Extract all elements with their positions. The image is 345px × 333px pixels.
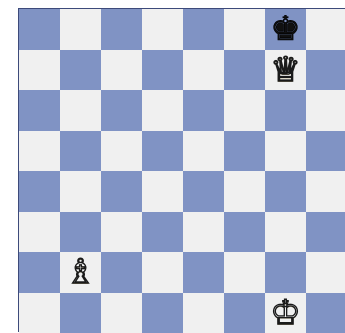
square-h8[interactable]	[306, 9, 345, 50]
square-b7[interactable]	[60, 50, 101, 91]
square-a7[interactable]	[19, 50, 60, 91]
square-a3[interactable]	[19, 212, 60, 253]
white-king-piece[interactable]: ♔	[270, 296, 300, 330]
square-b2[interactable]: ♗	[60, 252, 101, 293]
square-f1[interactable]	[224, 293, 265, 333]
black-king-piece[interactable]: ♚	[270, 12, 300, 46]
square-e2[interactable]	[183, 252, 224, 293]
square-g7[interactable]: ♕	[265, 50, 306, 91]
square-b5[interactable]	[60, 131, 101, 172]
square-f2[interactable]	[224, 252, 265, 293]
square-c8[interactable]	[101, 9, 142, 50]
square-g8[interactable]: ♚	[265, 9, 306, 50]
square-h1[interactable]	[306, 293, 345, 333]
square-b3[interactable]	[60, 212, 101, 253]
white-bishop-piece[interactable]: ♗	[65, 255, 95, 289]
chess-board: ♚ ♕ ♗ ♔	[18, 8, 345, 332]
square-c6[interactable]	[101, 90, 142, 131]
square-c5[interactable]	[101, 131, 142, 172]
square-g3[interactable]	[265, 212, 306, 253]
square-a5[interactable]	[19, 131, 60, 172]
square-g1[interactable]: ♔	[265, 293, 306, 333]
square-f6[interactable]	[224, 90, 265, 131]
square-d2[interactable]	[142, 252, 183, 293]
square-c4[interactable]	[101, 171, 142, 212]
square-d3[interactable]	[142, 212, 183, 253]
square-h6[interactable]	[306, 90, 345, 131]
square-b1[interactable]	[60, 293, 101, 333]
square-f5[interactable]	[224, 131, 265, 172]
square-c7[interactable]	[101, 50, 142, 91]
square-b8[interactable]	[60, 9, 101, 50]
square-h4[interactable]	[306, 171, 345, 212]
square-e4[interactable]	[183, 171, 224, 212]
square-f8[interactable]	[224, 9, 265, 50]
square-d7[interactable]	[142, 50, 183, 91]
white-queen-piece[interactable]: ♕	[270, 53, 300, 87]
square-e1[interactable]	[183, 293, 224, 333]
square-a4[interactable]	[19, 171, 60, 212]
square-a2[interactable]	[19, 252, 60, 293]
square-h2[interactable]	[306, 252, 345, 293]
square-b6[interactable]	[60, 90, 101, 131]
square-d5[interactable]	[142, 131, 183, 172]
square-e8[interactable]	[183, 9, 224, 50]
square-h3[interactable]	[306, 212, 345, 253]
square-d4[interactable]	[142, 171, 183, 212]
square-d8[interactable]	[142, 9, 183, 50]
square-f4[interactable]	[224, 171, 265, 212]
square-a6[interactable]	[19, 90, 60, 131]
square-d1[interactable]	[142, 293, 183, 333]
square-c1[interactable]	[101, 293, 142, 333]
square-d6[interactable]	[142, 90, 183, 131]
square-b4[interactable]	[60, 171, 101, 212]
square-g2[interactable]	[265, 252, 306, 293]
square-h5[interactable]	[306, 131, 345, 172]
square-g5[interactable]	[265, 131, 306, 172]
square-g6[interactable]	[265, 90, 306, 131]
square-e5[interactable]	[183, 131, 224, 172]
square-e7[interactable]	[183, 50, 224, 91]
square-a1[interactable]	[19, 293, 60, 333]
square-c3[interactable]	[101, 212, 142, 253]
square-g4[interactable]	[265, 171, 306, 212]
square-f3[interactable]	[224, 212, 265, 253]
square-c2[interactable]	[101, 252, 142, 293]
square-h7[interactable]	[306, 50, 345, 91]
square-e3[interactable]	[183, 212, 224, 253]
square-f7[interactable]	[224, 50, 265, 91]
square-e6[interactable]	[183, 90, 224, 131]
square-a8[interactable]	[19, 9, 60, 50]
